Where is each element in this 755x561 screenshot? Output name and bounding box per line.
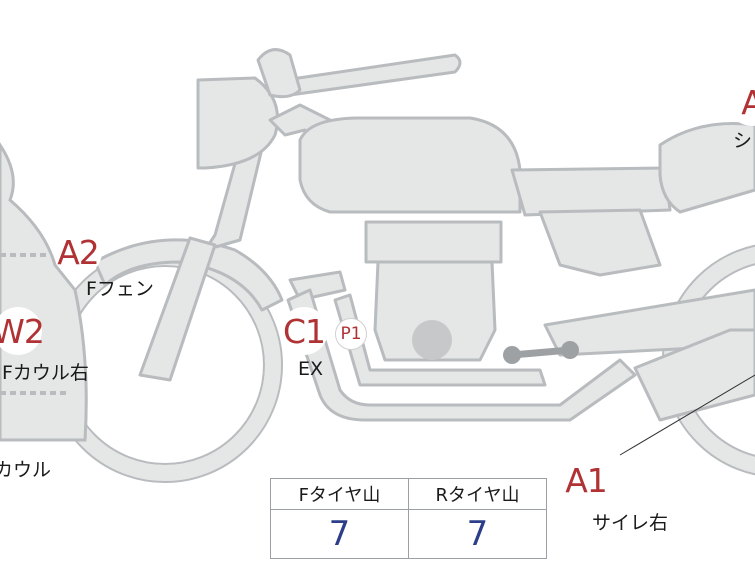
front-fender <box>93 238 284 312</box>
fuel-tank <box>298 116 522 214</box>
label-cowl: カウル <box>0 459 52 481</box>
swingarm <box>543 288 755 357</box>
front-tire-header: Fタイヤ山 <box>270 478 409 510</box>
headlight <box>196 76 279 170</box>
seat <box>510 166 672 217</box>
rear-tire-value: 7 <box>408 509 547 559</box>
tire-table-header-row: Fタイヤ山 Rタイヤ山 <box>270 478 547 510</box>
marker-w2: W2 <box>0 307 45 355</box>
label-ex: EX <box>298 358 324 380</box>
front-cowl <box>0 142 88 442</box>
label-f-cowl-right: Fカウル右 <box>2 362 89 384</box>
engine-block <box>373 260 497 362</box>
label-side-right: サイレ右 <box>592 512 669 534</box>
label-f-fender: Fフェン <box>86 278 154 300</box>
tire-table-value-row: 7 7 <box>270 509 547 559</box>
a1-leader-line <box>619 374 755 456</box>
marker-p1: P1 <box>335 318 367 350</box>
marker-a1: A1 <box>562 456 610 504</box>
marker-a2: A2 <box>54 228 102 276</box>
marker-a-partial: A <box>728 78 755 126</box>
front-tire-value: 7 <box>270 509 409 559</box>
handlebar <box>283 53 462 97</box>
label-partial-right: シ <box>733 130 753 152</box>
marker-c1: C1 <box>280 307 328 355</box>
rear-tire-header: Rタイヤ山 <box>408 478 547 510</box>
engine-cover <box>412 320 452 360</box>
engine-top <box>364 220 503 264</box>
tire-tread-table: Fタイヤ山 Rタイヤ山 7 7 <box>270 478 547 559</box>
